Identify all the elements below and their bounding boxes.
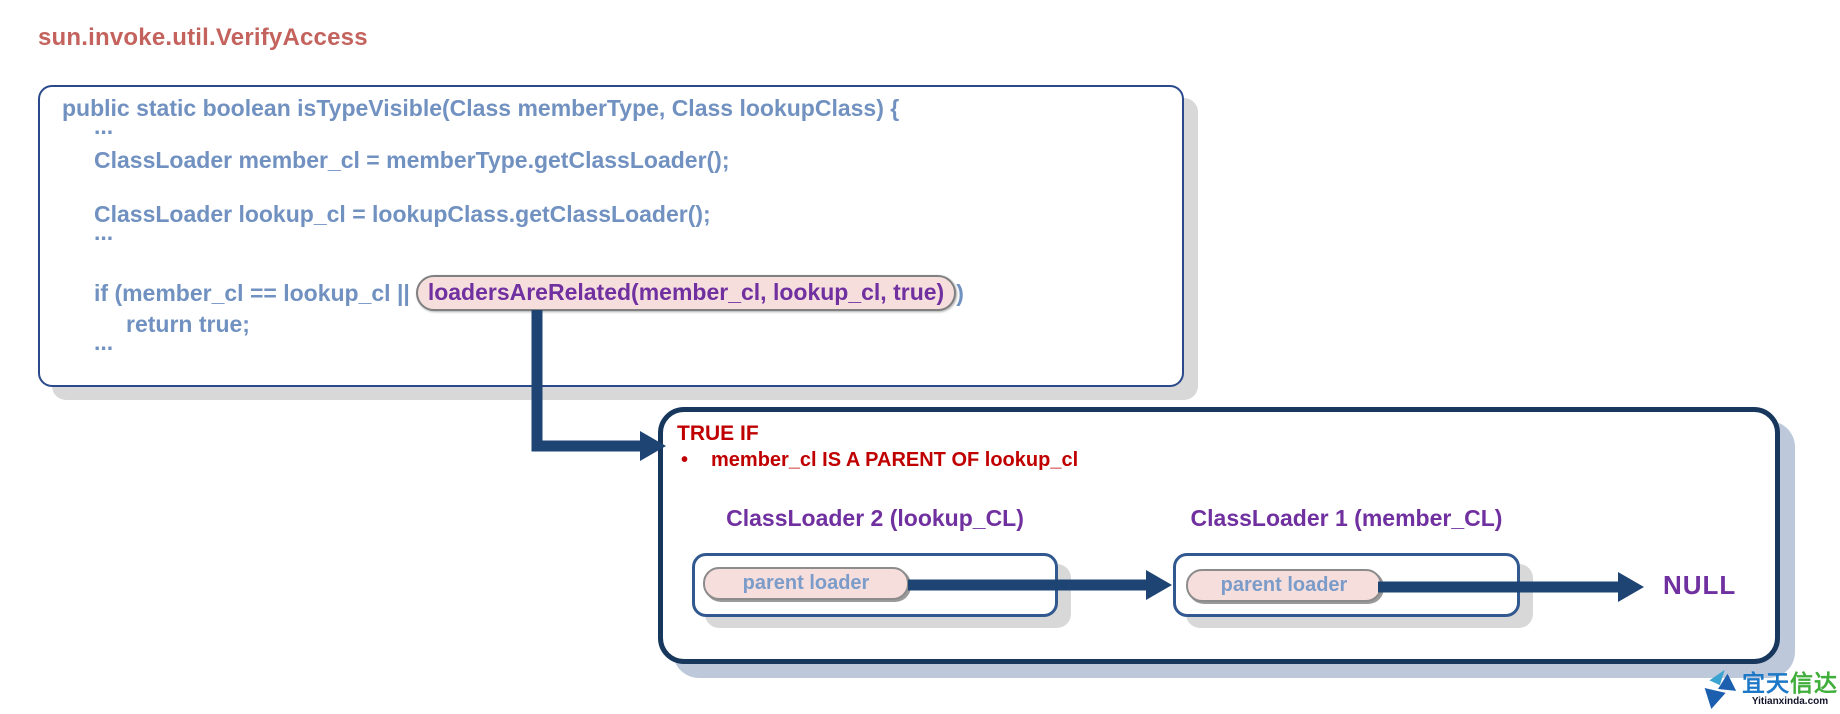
code-line-ellipsis: ... (94, 219, 114, 245)
classloader2-title: ClassLoader 2 (lookup_CL) (726, 505, 1024, 531)
bullet-icon: • (681, 449, 689, 471)
null-label: NULL (1663, 570, 1737, 600)
code-snippet-box: public static boolean isTypeVisible(Clas… (38, 85, 1184, 387)
condition-bullet-row: • member_cl IS A PARENT OF lookup_cl (681, 449, 1078, 472)
classloader1-box: parent loader (1173, 553, 1520, 617)
classloader1-title: ClassLoader 1 (member_CL) (1190, 505, 1503, 531)
code-line-ellipsis: ... (94, 113, 114, 139)
parent-loader-pill: parent loader (1186, 569, 1382, 602)
true-if-box: TRUE IF • member_cl IS A PARENT OF looku… (658, 407, 1780, 664)
code-line-lookup-cl: ClassLoader lookup_cl = lookupClass.getC… (94, 201, 711, 227)
classloader2-box: parent loader (692, 553, 1058, 617)
true-if-heading: TRUE IF (677, 422, 759, 445)
code-line-ellipsis: ... (94, 329, 114, 355)
watermark-text: 宜天信达 Yitianxinda.com (1742, 669, 1838, 707)
page-title: sun.invoke.util.VerifyAccess (38, 24, 368, 51)
code-line-signature: public static boolean isTypeVisible(Clas… (62, 95, 900, 121)
watermark-cn-name: 宜天信达 (1742, 669, 1838, 696)
condition-text: member_cl IS A PARENT OF lookup_cl (711, 449, 1079, 471)
code-line-member-cl: ClassLoader member_cl = memberType.getCl… (94, 147, 730, 173)
loaders-are-related-highlight: loadersAreRelated(member_cl, lookup_cl, … (415, 275, 957, 311)
watermark-logo-icon (1704, 669, 1737, 710)
watermark: 宜天信达 Yitianxinda.com (1697, 666, 1838, 712)
if-condition-suffix: ) (956, 279, 964, 306)
parent-loader-pill: parent loader (703, 567, 909, 600)
code-line-return: return true; (126, 311, 250, 337)
watermark-cn-blue: 宜天 (1742, 669, 1790, 696)
if-condition-prefix: if (member_cl == lookup_cl || (94, 279, 410, 306)
watermark-cn-green: 信达 (1790, 669, 1838, 696)
code-line-if: if (member_cl == lookup_cl || loadersAre… (94, 275, 964, 311)
watermark-domain: Yitianxinda.com (1751, 695, 1829, 707)
